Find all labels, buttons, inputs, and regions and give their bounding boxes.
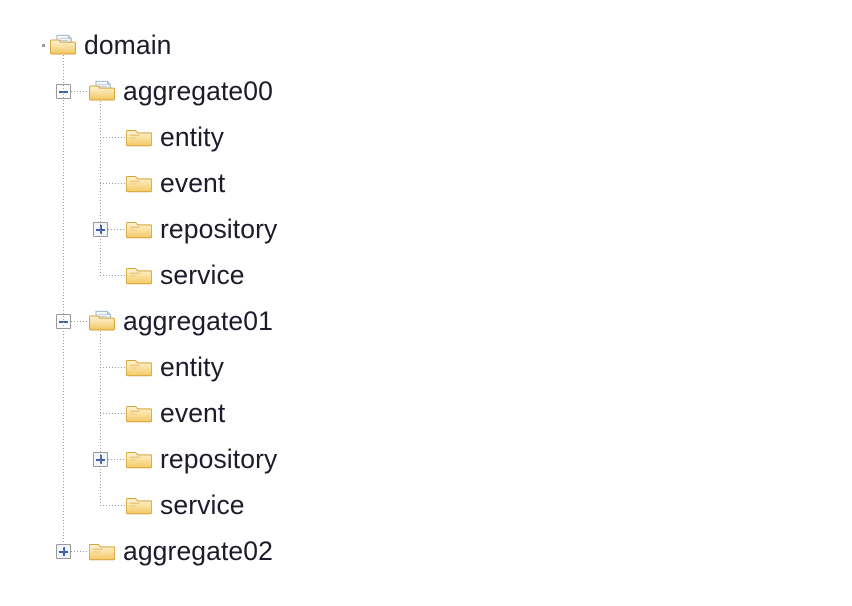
closed-folder-icon <box>126 448 152 470</box>
tree-connector-horizontal <box>100 275 126 276</box>
tree-connector-horizontal <box>71 551 89 552</box>
tree-node-label: domain <box>84 29 172 60</box>
tree-node-event[interactable]: event <box>160 160 225 206</box>
closed-folder-icon <box>126 172 152 194</box>
tree-node-label: service <box>160 489 245 520</box>
tree-node-label: aggregate01 <box>123 305 273 336</box>
closed-folder-icon <box>126 356 152 378</box>
tree-rail-depth1 <box>63 55 64 551</box>
tree-rail-depth2-aggregate00 <box>100 101 101 275</box>
tree-connector-horizontal <box>71 91 89 92</box>
tree-node-label: event <box>160 397 226 428</box>
tree-node-aggregate00[interactable]: aggregate00 <box>123 68 273 114</box>
closed-folder-icon <box>126 264 152 286</box>
open-folder-icon <box>50 34 76 56</box>
tree-connector-horizontal <box>100 367 126 368</box>
tree-node-service[interactable]: service <box>160 482 245 528</box>
tree-node-aggregate02[interactable]: aggregate02 <box>123 528 273 574</box>
tree-connector-horizontal <box>100 505 126 506</box>
tree-node-aggregate01[interactable]: aggregate01 <box>123 298 273 344</box>
tree-node-service[interactable]: service <box>160 252 245 298</box>
tree-node-label: aggregate00 <box>123 75 273 106</box>
closed-folder-icon <box>89 540 115 562</box>
tree-connector-horizontal <box>108 229 126 230</box>
tree-node-label: repository <box>160 213 278 244</box>
closed-folder-icon <box>126 494 152 516</box>
tree-connector-dot <box>42 44 45 47</box>
tree-rail-depth2-aggregate01 <box>100 331 101 505</box>
tree-node-domain[interactable]: domain <box>84 22 172 68</box>
tree-node-label: aggregate02 <box>123 535 273 566</box>
tree-toggle-plus-aggregate02[interactable] <box>56 544 71 559</box>
closed-folder-icon <box>126 218 152 240</box>
tree-node-label: repository <box>160 443 278 474</box>
tree-node-repository[interactable]: repository <box>160 436 277 482</box>
tree-connector-horizontal <box>100 137 126 138</box>
tree-connector-horizontal <box>100 183 126 184</box>
open-folder-icon <box>89 80 115 102</box>
tree-node-label: service <box>160 259 245 290</box>
tree-node-label: entity <box>160 351 224 382</box>
tree-node-entity[interactable]: entity <box>160 114 224 160</box>
closed-folder-icon <box>126 126 152 148</box>
closed-folder-icon <box>126 402 152 424</box>
tree-node-repository[interactable]: repository <box>160 206 277 252</box>
tree-connector-horizontal <box>108 459 126 460</box>
tree-node-label: entity <box>160 121 224 152</box>
tree-node-label: event <box>160 167 226 198</box>
tree-node-entity[interactable]: entity <box>160 344 224 390</box>
open-folder-icon <box>89 310 115 332</box>
tree-connector-horizontal <box>71 321 89 322</box>
tree-connector-horizontal <box>100 413 126 414</box>
tree-node-event[interactable]: event <box>160 390 225 436</box>
